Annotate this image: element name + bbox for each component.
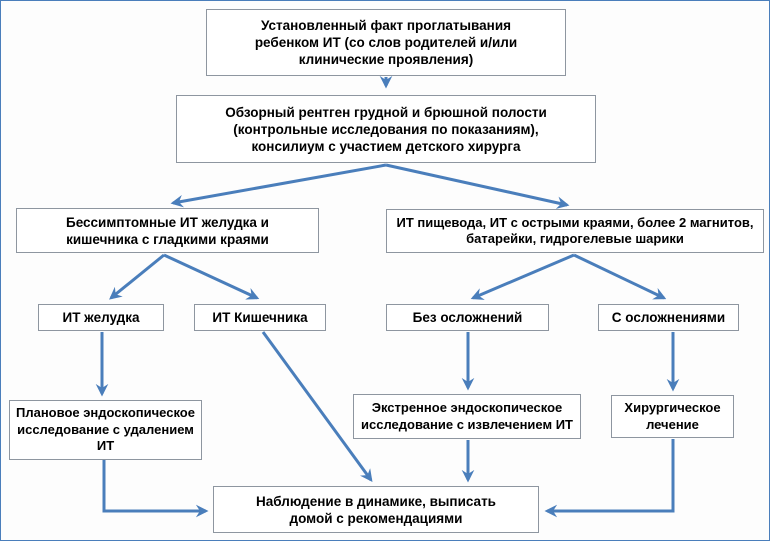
node-surgery-box: Хирургическое лечение	[611, 395, 734, 438]
arrow-asymptomatic-to-intestine	[163, 253, 260, 300]
node-observation-box: Наблюдение в динамике, выписать домой с …	[213, 486, 539, 533]
node-complications-box: С осложнениями	[598, 304, 739, 331]
node-xray-box: Обзорный рентген грудной и брюшной полос…	[176, 95, 596, 163]
node-dangerous-box: ИТ пищевода, ИТ с острыми краями, более …	[386, 209, 764, 253]
arrow-xray-to-asymptomatic	[170, 163, 387, 208]
arrow-asymptomatic-to-stomach	[109, 253, 165, 300]
node-urgent-endoscopy-box: Экстренное эндоскопическое исследование …	[353, 394, 581, 439]
node-stomach-box: ИТ желудка	[38, 304, 164, 331]
node-no-complications-box: Без осложнений	[386, 304, 549, 331]
arrow-xray-to-dangerous	[385, 163, 570, 209]
arrow-planned-to-observation	[102, 460, 209, 518]
arrow-dangerous-to-complications	[573, 253, 667, 300]
arrow-surgery-to-observation	[544, 439, 675, 518]
node-planned-endoscopy-box: Плановое эндоскопическое исследование с …	[9, 400, 202, 460]
node-asymptomatic-box: Бессимптомные ИТ желудка и кишечника с г…	[16, 208, 319, 253]
arrow-dangerous-to-no-complications	[470, 253, 575, 300]
node-fact-box: Установленный факт проглатывания ребенко…	[206, 9, 566, 76]
node-intestine-box: ИТ Кишечника	[194, 304, 326, 331]
